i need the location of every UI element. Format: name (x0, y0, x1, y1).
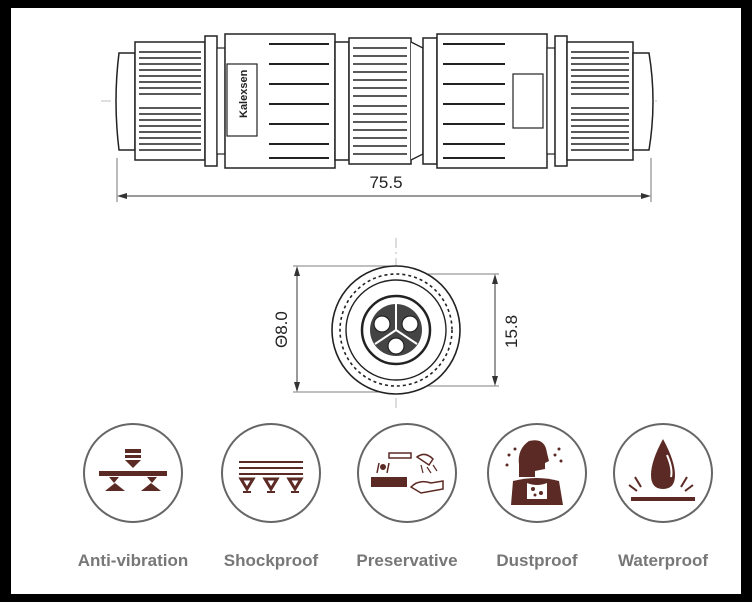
feature-anti-vibration: Anti-vibration (63, 423, 203, 588)
preservative-icon (357, 423, 457, 523)
feature-label: Preservative (356, 551, 458, 570)
waterproof-icon (613, 423, 713, 523)
feature-preservative: Preservative (337, 423, 477, 588)
anti-vibration-icon (83, 423, 183, 523)
feature-waterproof: Waterproof (593, 423, 733, 588)
feature-label: Anti-vibration (77, 551, 189, 570)
feature-label: Waterproof (617, 551, 709, 570)
brand-mark: Kalexsen (238, 69, 250, 118)
connector-side-view: Kalexsen (101, 33, 661, 202)
length-dimension: 75.5 (369, 173, 402, 192)
feature-shockproof: Shockproof (201, 423, 341, 588)
shockproof-icon (221, 423, 321, 523)
height-dimension: 15.8 (502, 315, 521, 348)
feature-label: Dustproof (496, 551, 578, 570)
diameter-dimension: Θ8.0 (272, 311, 291, 348)
dustproof-icon (487, 423, 587, 523)
connector-end-view: Θ8.0 15.8 (272, 238, 521, 408)
feature-label: Shockproof (223, 551, 319, 570)
feature-dustproof: Dustproof (467, 423, 607, 588)
drawing-canvas: Kalexsen (11, 8, 741, 594)
